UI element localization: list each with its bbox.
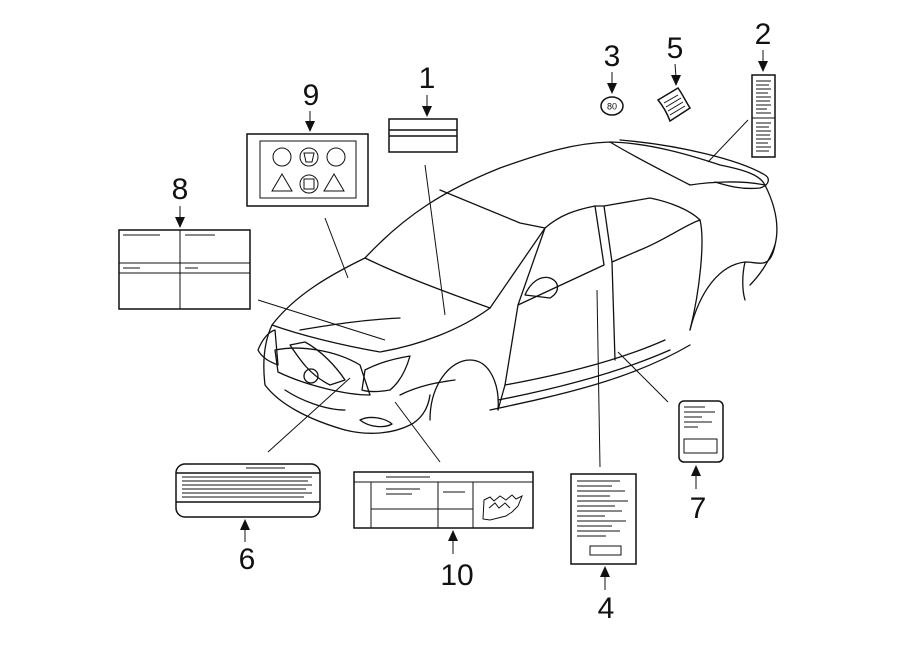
callout-7: 7 xyxy=(690,492,707,525)
callout-3: 3 xyxy=(604,40,621,73)
label-7 xyxy=(678,400,724,463)
label-2 xyxy=(751,74,776,158)
callout-arrows xyxy=(175,50,768,590)
callout-4: 4 xyxy=(598,592,615,625)
label-4 xyxy=(570,473,637,565)
speed-badge-text: 80 xyxy=(607,102,617,112)
callout-6: 6 xyxy=(239,543,256,576)
label-3-speed-badge: 80 xyxy=(600,96,624,116)
label-10 xyxy=(353,471,534,529)
callout-8: 8 xyxy=(172,173,189,206)
car-outline xyxy=(257,139,778,434)
callout-2: 2 xyxy=(755,18,772,51)
callout-1: 1 xyxy=(419,62,436,95)
label-6 xyxy=(175,463,321,518)
callout-numbers: 1 2 3 5 9 8 6 10 4 7 xyxy=(172,18,772,625)
label-9-warning-symbols xyxy=(246,133,369,207)
label-5 xyxy=(656,87,692,123)
callout-9: 9 xyxy=(303,79,320,112)
label-1 xyxy=(388,118,458,153)
label-8 xyxy=(118,229,251,310)
callout-5: 5 xyxy=(667,32,684,65)
leader-lines xyxy=(257,119,749,468)
callout-10: 10 xyxy=(440,559,473,592)
